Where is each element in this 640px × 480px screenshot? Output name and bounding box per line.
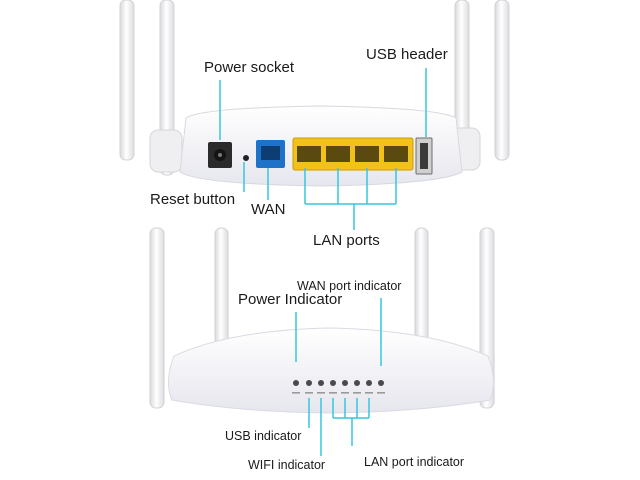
wifi-led [318, 380, 324, 386]
wan-port-indicator-label: WAN port indicator [297, 279, 402, 293]
reset-button [243, 155, 249, 161]
lan-ports [292, 137, 414, 171]
leader-lines-bottom [295, 298, 382, 456]
antenna [119, 0, 135, 161]
power-indicator-label: Power Indicator [238, 291, 343, 308]
lan-port [326, 146, 350, 162]
lan-port [384, 146, 408, 162]
router-front-view [149, 227, 495, 414]
lan-port-indicator-label: LAN port indicator [364, 455, 465, 469]
usb-header-label: USB header [366, 46, 448, 63]
wan-label: WAN [251, 201, 286, 218]
leader-lines-top [219, 68, 427, 230]
indicator-leds [293, 380, 384, 386]
lan4-led [366, 380, 372, 386]
reset-button-label: Reset button [150, 191, 236, 208]
power-led [293, 380, 299, 386]
antenna [149, 227, 165, 409]
lan1-led [330, 380, 336, 386]
antenna [494, 0, 510, 161]
usb-led [306, 380, 312, 386]
usb-indicator-label: USB indicator [225, 429, 302, 443]
power-socket-label: Power socket [204, 59, 295, 76]
lan2-led [342, 380, 348, 386]
lan-ports-label: LAN ports [313, 232, 380, 249]
lan-port [297, 146, 321, 162]
lan3-led [354, 380, 360, 386]
antenna-hinge [149, 129, 183, 173]
led-marks [292, 392, 385, 394]
lan-port [355, 146, 379, 162]
wan-led [378, 380, 384, 386]
router-body [168, 327, 494, 414]
wifi-indicator-label: WIFI indicator [248, 458, 326, 472]
router-rear-view [119, 0, 510, 187]
